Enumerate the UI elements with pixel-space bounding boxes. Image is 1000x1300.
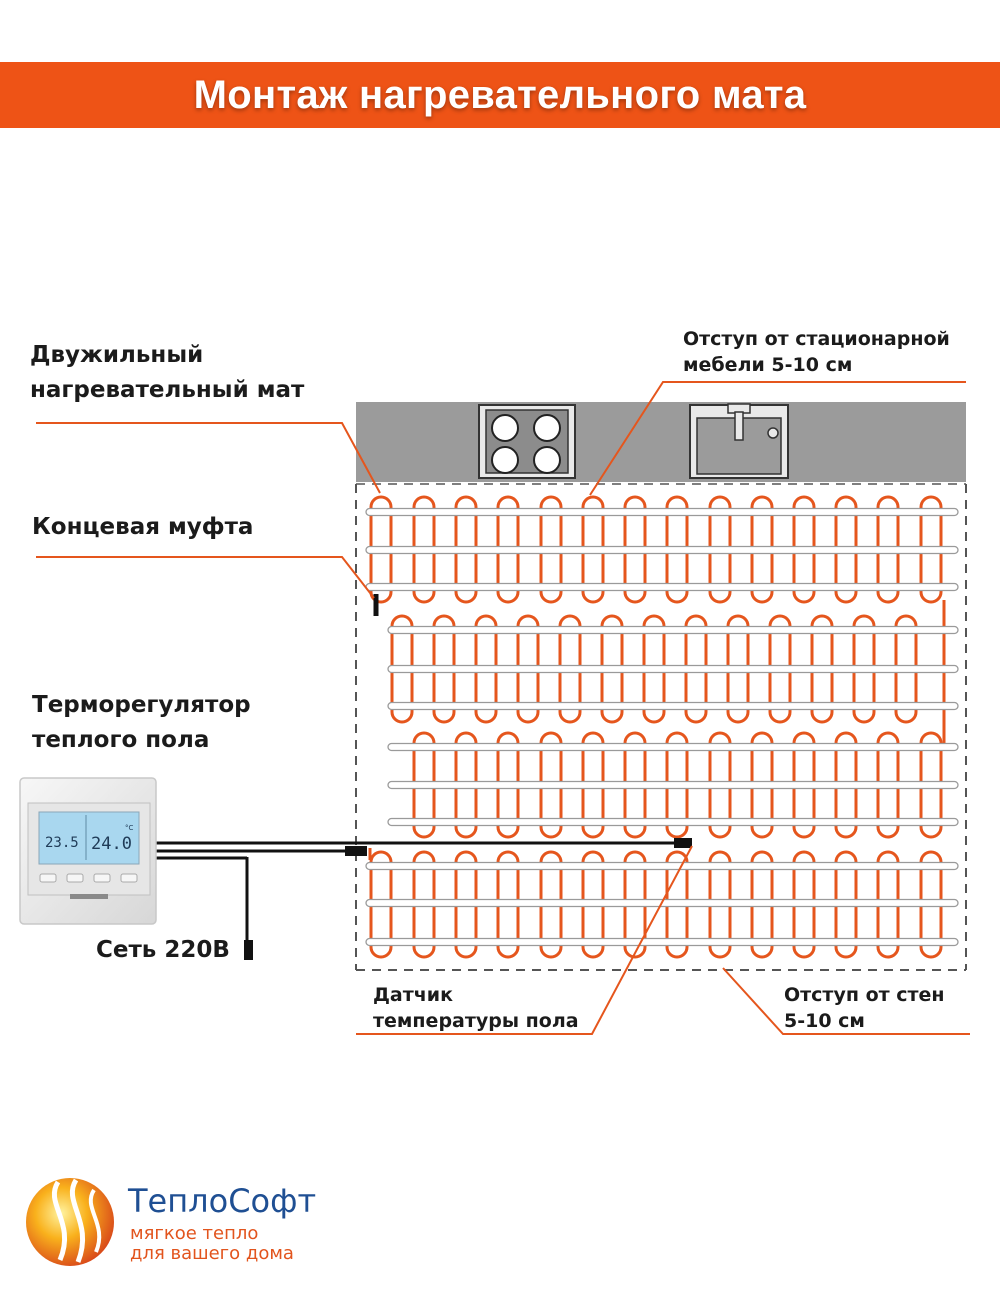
cable-loop [876,495,900,604]
label-thermostat: Терморегулятор теплого пола [32,692,251,753]
cable-loop [454,731,478,839]
cable-loop [558,614,582,724]
mesh-strip [387,664,959,674]
cable-loop [919,850,943,959]
thermostat-right-reading: 24.0 [91,834,132,854]
leader-sensor [356,845,693,1035]
cable-loop [768,614,792,724]
cable-loop [539,850,563,959]
cable-loop [665,850,689,959]
cable-loop [792,850,816,959]
brand-tagline: мягкое тепло для вашего дома [130,1223,294,1264]
cable-loop [665,731,689,839]
cable-loop [642,614,666,724]
cable-loop [665,495,689,604]
label-furniture-offset: Отступ от стационарной мебели 5-10 см [683,328,950,376]
leader-wall-offset [722,967,970,1035]
cable-loop [496,850,520,959]
mesh-strip [365,861,959,871]
cable-loop [708,850,732,959]
cable-loop [474,614,498,724]
cable-loop [834,495,858,604]
cable-loop [876,731,900,839]
cable-loop [412,850,436,959]
thermostat-wires [156,838,692,960]
cable-loop [539,731,563,839]
cable-loop [919,731,943,839]
room-boundary [355,483,967,971]
cable-loop [684,614,708,724]
floor-sensor-icon [674,838,692,848]
cable-loop [581,850,605,959]
cable-loop [623,495,647,604]
cable-loop [919,495,943,604]
thermostat-button-menu[interactable] [39,873,57,883]
mesh-strip [387,817,959,827]
cable-loop [539,495,563,604]
cable-loop [876,850,900,959]
cable-loop [369,850,393,959]
label-heating-mat: Двужильный нагревательный мат [30,342,305,403]
cable-loop [432,614,456,724]
hob-icon [478,404,576,479]
mesh-strip [365,937,959,947]
mesh-strip [387,701,959,711]
cable-loop [623,850,647,959]
kitchen-counter [356,402,966,482]
mesh-strip [387,780,959,790]
cable-loop [516,614,540,724]
label-wall-offset: Отступ от стен 5-10 см [784,984,945,1032]
mesh-strip [387,742,959,752]
cable-loop [454,850,478,959]
cable-loop [496,731,520,839]
label-floor-sensor: Датчик температуры пола [373,984,579,1032]
cable-loop [581,495,605,604]
leader-mat [36,422,381,494]
mesh-strip [365,545,959,555]
cable-loop [834,731,858,839]
mesh-strip [387,625,959,635]
cable-loop [750,850,774,959]
cable-loop [750,495,774,604]
thermostat-unit: °C [125,824,134,832]
cable-loop [412,731,436,839]
cable-loop [623,731,647,839]
mesh-strip [365,507,959,517]
cable-loop [792,495,816,604]
page-title: Монтаж нагревательного мата [193,72,807,117]
brand-logo-icon [26,1178,114,1266]
cable-loop [708,495,732,604]
cable-loop [708,731,732,839]
thermostat-button-up[interactable] [66,873,84,883]
cable-loop [726,614,750,724]
cable-loop [750,731,774,839]
cable-loop [454,495,478,604]
mesh-strip [365,582,959,592]
cable-loop [894,614,918,724]
header-banner: Монтаж нагревательного мата [0,62,1000,128]
cable-loop [412,495,436,604]
cable-loop [581,731,605,839]
thermostat-button-power[interactable] [120,873,138,883]
sink-icon [689,403,789,479]
cable-loop [390,614,414,724]
leader-furniture-offset [589,381,966,496]
thermostat-button-down[interactable] [93,873,111,883]
brand-name: ТеплоСофт [128,1182,317,1220]
cable-loop [834,850,858,959]
label-end-coupling: Концевая муфта [32,514,254,540]
cable-loop [792,731,816,839]
cable-loop [810,614,834,724]
leader-lines [36,381,970,1035]
heating-mat [365,495,959,959]
label-mains: Сеть 220В [96,937,230,963]
leader-end-coupling [36,556,375,599]
cable-loop [600,614,624,724]
thermostat-icon: 23.5 24.0 °C [19,777,157,925]
cable-loop [496,495,520,604]
thermostat-left-reading: 23.5 [45,835,79,851]
cable-loop [852,614,876,724]
